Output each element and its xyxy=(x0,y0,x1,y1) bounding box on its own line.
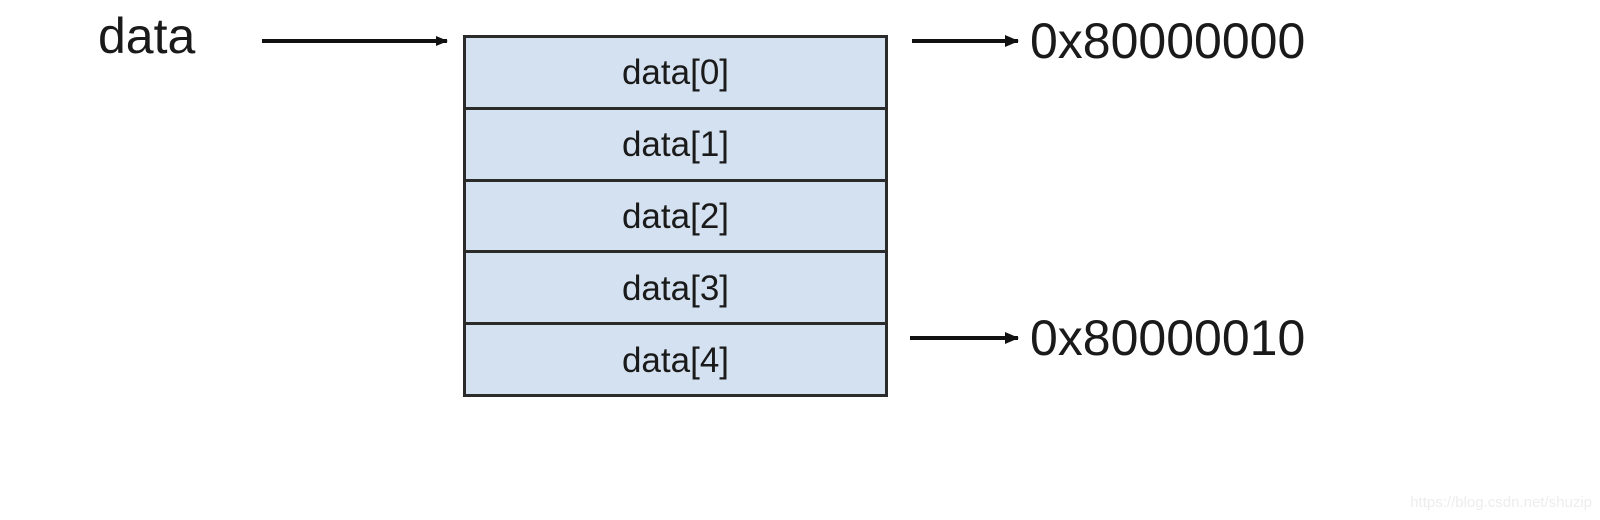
memory-cell-label: data[2] xyxy=(621,196,730,236)
address-label-end: 0x80000010 xyxy=(1030,310,1306,366)
memory-cell-label: data[0] xyxy=(621,53,730,93)
memory-cell: data[1] xyxy=(466,109,885,182)
memory-cell-label: data[3] xyxy=(621,268,730,308)
memory-cell: data[2] xyxy=(466,181,885,254)
memory-block: data[0] data[1] data[2] data[3] data[4] xyxy=(463,35,888,397)
memory-cell: data[4] xyxy=(466,325,885,394)
memory-cell-label: data[4] xyxy=(621,340,730,380)
watermark-text: https://blog.csdn.net/shuzip xyxy=(1410,494,1592,511)
pointer-variable-label: data xyxy=(98,8,196,64)
memory-cell-label: data[1] xyxy=(621,125,730,165)
memory-cell: data[0] xyxy=(466,38,885,110)
memory-cell: data[3] xyxy=(466,253,885,326)
address-label-start: 0x80000000 xyxy=(1030,13,1306,69)
